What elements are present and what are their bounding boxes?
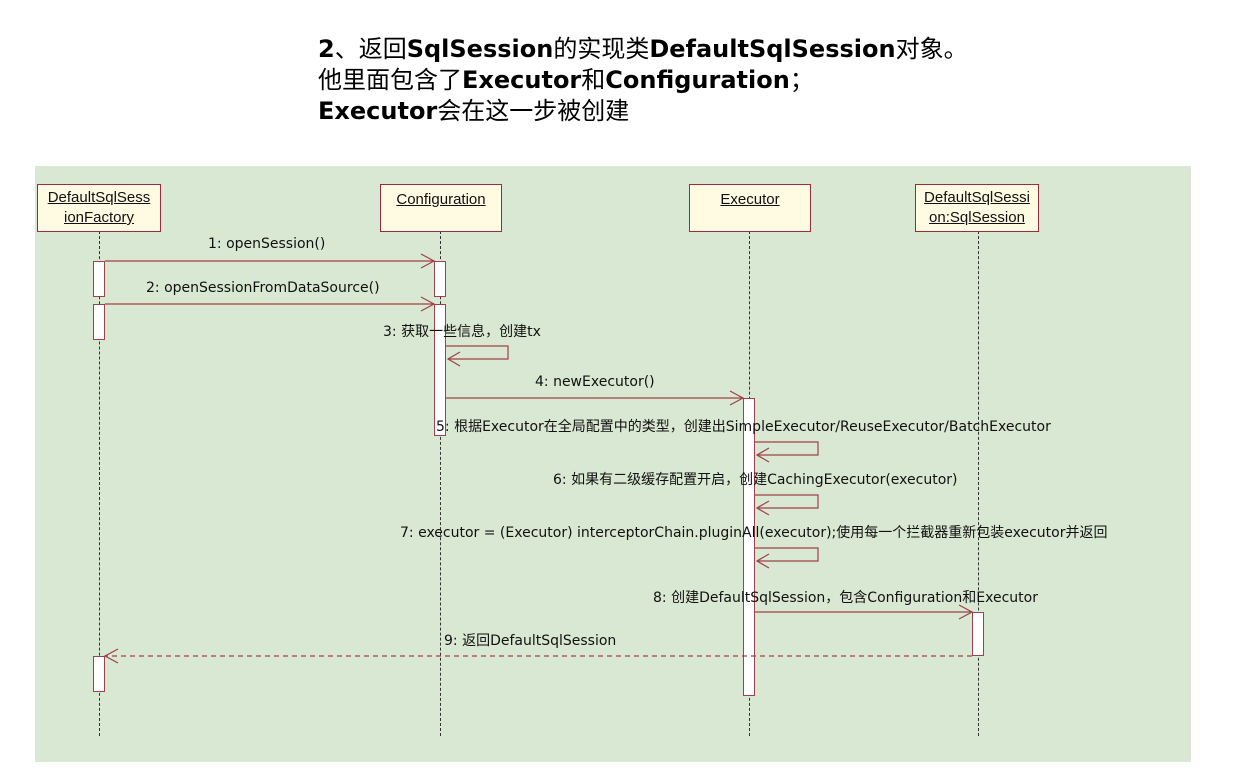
message-label-1: 1: openSession() <box>208 236 326 252</box>
message-label-2: 2: openSessionFromDataSource() <box>146 280 380 296</box>
actor-label: Executor <box>720 191 780 208</box>
actor-label-line1: DefaultSqlSess <box>47 189 151 206</box>
arrowhead-msg-2 <box>420 296 436 312</box>
diagram-heading: 2、返回SqlSession的实现类DefaultSqlSession对象。 他… <box>318 34 968 127</box>
message-label-3: 3: 获取一些信息，创建tx <box>383 324 541 340</box>
activation-factory-3 <box>93 656 105 692</box>
message-label-8: 8: 创建DefaultSqlSession，包含Configuration和E… <box>653 590 1038 606</box>
actor-label: Configuration <box>396 191 486 208</box>
activation-configuration-1 <box>434 261 446 297</box>
heading-line-3: Executor会在这一步被创建 <box>318 97 630 125</box>
actor-default-sql-session-factory[interactable]: DefaultSqlSess ionFactory <box>37 184 161 232</box>
actor-executor[interactable]: Executor <box>689 184 811 232</box>
sequence-diagram-panel <box>35 166 1191 762</box>
arrowhead-msg-5 <box>755 447 770 463</box>
activation-configuration-2 <box>434 304 446 436</box>
arrowhead-msg-7 <box>755 553 770 569</box>
arrow-msg-3 <box>446 345 509 360</box>
heading-line-2: 他里面包含了Executor和Configuration； <box>318 66 814 94</box>
message-label-6: 6: 如果有二级缓存配置开启，创建CachingExecutor(executo… <box>553 472 958 488</box>
arrowhead-msg-8 <box>958 604 974 620</box>
arrow-msg-7 <box>755 547 819 562</box>
message-label-7: 7: executor = (Executor) interceptorChai… <box>400 525 1108 541</box>
message-label-9: 9: 返回DefaultSqlSession <box>444 633 617 649</box>
arrowhead-msg-6 <box>755 500 770 516</box>
lifeline-configuration <box>440 231 441 736</box>
arrow-msg-6 <box>755 494 819 509</box>
message-label-5: 5: 根据Executor在全局配置中的类型，创建出SimpleExecutor… <box>436 419 1051 435</box>
arrowhead-msg-9 <box>103 648 119 664</box>
heading-line-1: 2、返回SqlSession的实现类DefaultSqlSession对象。 <box>318 35 968 63</box>
arrowhead-msg-4 <box>729 390 745 406</box>
activation-factory-1 <box>93 261 105 297</box>
activation-executor <box>743 398 755 696</box>
activation-factory-2 <box>93 304 105 340</box>
activation-sqlsession <box>972 612 984 656</box>
arrowhead-msg-3 <box>446 351 461 367</box>
lifeline-sqlsession <box>978 231 979 736</box>
arrowhead-msg-1 <box>420 253 436 269</box>
message-label-4: 4: newExecutor() <box>535 374 655 390</box>
actor-configuration[interactable]: Configuration <box>380 184 502 232</box>
actor-label-line2: on:SqlSession <box>929 209 1025 226</box>
actor-label-line2: ionFactory <box>63 209 135 226</box>
arrow-msg-5 <box>755 441 819 456</box>
lifeline-session-factory <box>99 231 100 736</box>
actor-default-sql-session[interactable]: DefaultSqlSessi on:SqlSession <box>915 184 1039 232</box>
actor-label-line1: DefaultSqlSessi <box>924 189 1030 206</box>
